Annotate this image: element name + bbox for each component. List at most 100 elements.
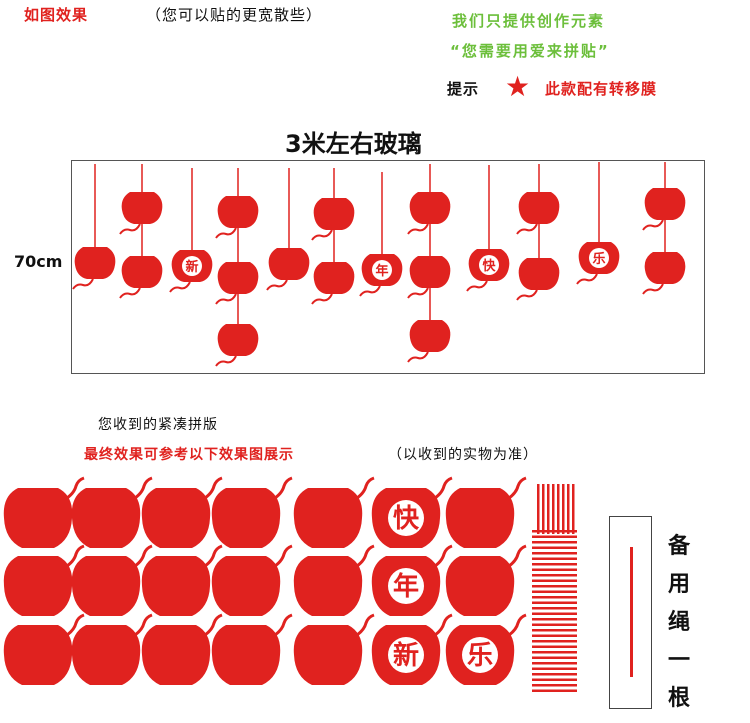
sheet-lantern: [71, 544, 153, 616]
lantern: 年: [359, 254, 403, 297]
sheet-lantern: [293, 544, 375, 616]
sheet-string: [532, 640, 577, 643]
sheet-string: [532, 629, 577, 632]
sheet-lantern: [141, 476, 223, 548]
lantern: [215, 324, 259, 367]
sheet-lantern: 新: [371, 613, 453, 685]
lantern: [119, 192, 163, 235]
diy-note: “您需要用爱来拼贴”: [450, 42, 610, 60]
lantern: [407, 192, 451, 235]
lantern: [516, 192, 560, 235]
sheet-string: [532, 645, 577, 648]
sheet-string: [532, 563, 577, 566]
star-icon: ★: [505, 70, 531, 103]
effect-note-paren: （您可以贴的更宽散些）: [146, 6, 323, 24]
received-label: 您收到的紧凑拼版: [98, 417, 218, 433]
sheet-string: [532, 546, 577, 549]
sheet-lantern: [211, 476, 293, 548]
sheet-lantern: 乐: [445, 613, 527, 685]
lantern: [642, 252, 686, 295]
sheet-string: [532, 607, 577, 610]
effect-note-text: 如图效果: [24, 6, 89, 24]
sheet-character: 乐: [467, 641, 493, 671]
sheet-string: [532, 623, 577, 626]
sheet-string: [532, 689, 577, 692]
lantern: [407, 320, 451, 363]
lantern: [311, 262, 355, 305]
lantern: [215, 196, 259, 239]
sheet-string: [532, 557, 577, 560]
final-effect-note: 最终效果可参考以下效果图展示: [84, 447, 294, 463]
sheet-lantern: [3, 476, 85, 548]
sheet-string: [532, 612, 577, 615]
sheet-string: [532, 618, 577, 621]
lantern: [642, 188, 686, 231]
spare-rope-box: [609, 516, 652, 709]
effect-note: 如图效果: [24, 4, 88, 25]
lantern-character: 快: [482, 258, 496, 274]
sheet-lantern: [445, 476, 527, 548]
sheet-string: [532, 541, 577, 544]
sheet-string: [532, 673, 577, 676]
tip-label: 提示: [447, 80, 480, 98]
sheet-string: [562, 484, 565, 534]
lantern: [407, 256, 451, 299]
sheet-string: [532, 596, 577, 599]
sheet-string: [532, 574, 577, 577]
height-label: 70cm: [14, 252, 63, 271]
display-title: 3米左右玻璃: [285, 130, 422, 158]
sheet-lantern: [141, 544, 223, 616]
sheet-string: [532, 590, 577, 593]
lantern: 快: [466, 249, 510, 292]
sheet-string: [532, 530, 577, 533]
sheet-lantern: 年: [371, 544, 453, 616]
sheet-lantern: [211, 613, 293, 685]
sheet-lantern: [445, 544, 527, 616]
sheet-string: [542, 484, 545, 534]
sheet-string: [532, 662, 577, 665]
lantern-character: 乐: [592, 251, 605, 267]
lantern: 新: [169, 250, 213, 293]
sheet-string: [532, 651, 577, 654]
sheet-string: [532, 634, 577, 637]
sheet-lantern: [3, 544, 85, 616]
sheet-lantern: [293, 613, 375, 685]
sheet-lantern: [71, 476, 153, 548]
lantern: [72, 247, 116, 290]
sheet-lantern: [293, 476, 375, 548]
lantern: [311, 198, 355, 241]
lantern: 乐: [576, 242, 620, 285]
sheet-string: [532, 585, 577, 588]
sheet-string: [537, 484, 540, 534]
final-effect-paren: （以收到的实物为准）: [388, 447, 538, 463]
sheet-character: 年: [393, 571, 419, 602]
lantern-character: 年: [375, 263, 388, 279]
sheet-string: [572, 484, 575, 534]
sheet-string: [532, 667, 577, 670]
lantern: [215, 262, 259, 305]
sheet-lantern: 快: [371, 476, 453, 548]
provide-note: 我们只提供创作元素: [452, 12, 606, 30]
sheet-string: [532, 684, 577, 687]
sheet-string: [552, 484, 555, 534]
spare-rope-label: 备用绳一根: [667, 534, 690, 711]
sheet-lantern: [141, 613, 223, 685]
sheet-string: [532, 601, 577, 604]
sheet-string: [532, 678, 577, 681]
sheet-string: [567, 484, 570, 534]
lantern: [266, 248, 310, 291]
sheet-string: [532, 579, 577, 582]
spare-rope: [630, 547, 633, 677]
sheet-string: [557, 484, 560, 534]
sheet-string: [532, 656, 577, 659]
lantern: [119, 256, 163, 299]
sheet-string: [532, 535, 577, 538]
tip-text: 此款配有转移膜: [545, 80, 658, 98]
sheet-character: 快: [393, 504, 420, 534]
sheet-lantern: [211, 544, 293, 616]
lantern: [516, 258, 560, 301]
sheet-character: 新: [393, 640, 419, 671]
glass-frame: [71, 160, 705, 374]
sheet-lantern: [71, 613, 153, 685]
